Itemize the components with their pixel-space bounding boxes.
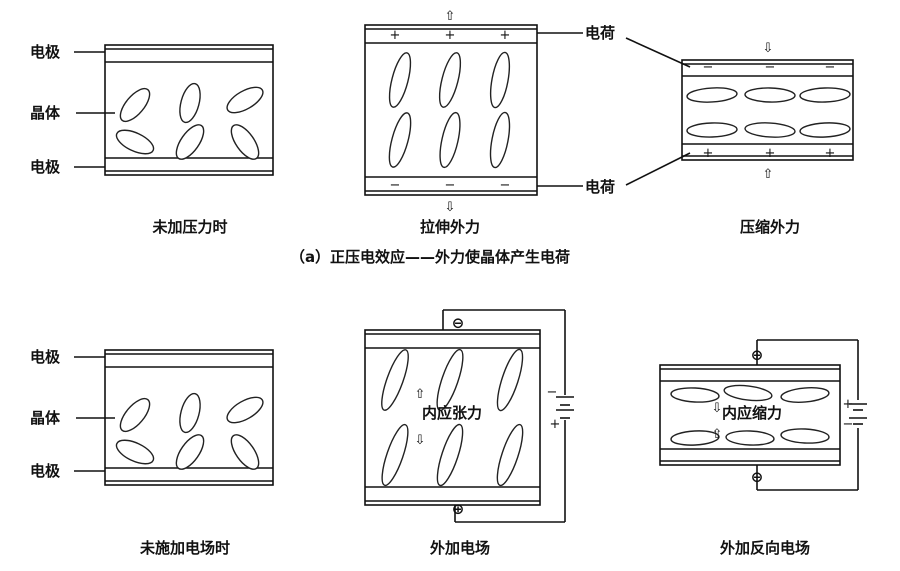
charge-minus: − — [703, 60, 714, 75]
crystal-dipole — [113, 435, 157, 468]
crystal-dipole — [432, 422, 467, 488]
crystal-dipole — [115, 84, 155, 126]
caption-no-field: 未施加电场时 — [139, 539, 230, 557]
caption-field: 外加电场 — [429, 539, 490, 557]
caption-tension: 拉伸外力 — [420, 218, 480, 236]
crystal-dipole — [385, 51, 415, 109]
battery-plus: + — [843, 397, 854, 412]
leader-line — [626, 38, 690, 67]
electrode-box-tension — [365, 25, 537, 195]
charge-minus: − — [500, 178, 511, 193]
electrode-label: 电极 — [30, 348, 61, 366]
crystal-dipole — [223, 82, 267, 118]
arrow-down-icon: ⇩ — [712, 401, 723, 416]
arrow-down-icon: ⇩ — [763, 41, 774, 56]
negative-terminal-icon: ⊖ — [452, 314, 465, 332]
crystal-dipole — [687, 122, 737, 137]
charge-label: 电荷 — [585, 178, 615, 196]
caption-no-force: 未加压力时 — [151, 218, 227, 236]
crystal-label: 晶体 — [30, 104, 61, 122]
crystal-dipole — [745, 122, 796, 139]
crystal-dipole — [226, 120, 264, 163]
arrow-up-icon: ⇧ — [415, 387, 426, 402]
charge-plus: + — [765, 146, 776, 161]
crystal-dipole — [492, 347, 527, 413]
caption-reverse-field: 外加反向电场 — [719, 539, 810, 557]
charge-plus: + — [825, 146, 836, 161]
crystal-dipole — [113, 125, 157, 158]
battery-minus: − — [547, 385, 558, 400]
crystal-dipole — [800, 87, 850, 103]
electrode-label: 电极 — [30, 43, 61, 61]
positive-terminal-icon: ⊕ — [751, 346, 764, 364]
arrow-up-icon: ⇧ — [763, 167, 774, 182]
crystal-dipole — [432, 347, 468, 413]
crystal-dipole — [745, 87, 795, 102]
crystal-dipole — [377, 347, 414, 413]
crystal-dipole — [176, 81, 204, 124]
crystal-dipole — [171, 120, 209, 163]
charge-label: 电荷 — [585, 24, 615, 42]
charge-minus: − — [765, 60, 776, 75]
crystal-dipole — [436, 111, 464, 169]
arrow-down-icon: ⇩ — [415, 433, 426, 448]
battery-plus: + — [550, 417, 561, 432]
crystal-dipole — [723, 383, 772, 403]
internal-tension-label: 内应张力 — [422, 404, 482, 422]
charge-plus: + — [703, 146, 714, 161]
crystal-dipole — [171, 430, 209, 473]
charge-plus: + — [445, 28, 456, 43]
negative-terminal-icon: ⊖ — [751, 468, 764, 486]
crystal-dipole — [487, 111, 513, 169]
electrode-label: 电极 — [30, 462, 61, 480]
crystal-dipole — [223, 392, 267, 428]
internal-compression-label: 内应缩力 — [722, 404, 782, 422]
crystal-dipole — [781, 428, 830, 444]
crystal-dipole — [226, 430, 264, 473]
charge-minus: − — [390, 178, 401, 193]
charge-plus: + — [500, 28, 511, 43]
crystal-dipole — [492, 422, 527, 488]
arrow-up-icon: ⇧ — [712, 427, 723, 442]
caption-compression: 压缩外力 — [740, 218, 800, 236]
charge-minus: − — [445, 178, 456, 193]
crystal-dipole — [687, 87, 738, 104]
positive-terminal-icon: ⊕ — [452, 500, 465, 518]
crystal-dipole — [176, 391, 204, 434]
crystal-dipole — [800, 122, 851, 138]
electrode-box-compression — [682, 60, 853, 160]
crystal-dipole — [780, 386, 829, 404]
arrow-up-icon: ⇧ — [445, 9, 456, 24]
crystal-label: 晶体 — [30, 409, 61, 427]
charge-minus: − — [825, 60, 836, 75]
crystal-dipole — [385, 111, 415, 169]
electrode-label: 电极 — [30, 158, 61, 176]
leader-line — [626, 153, 690, 185]
crystal-dipole — [115, 394, 155, 436]
crystal-dipole — [487, 51, 513, 109]
charge-plus: + — [390, 28, 401, 43]
crystal-dipole — [726, 430, 775, 446]
figure-caption-a: （a）正压电效应——外力使晶体产生电荷 — [290, 248, 570, 266]
battery-minus: − — [843, 417, 854, 432]
arrow-down-icon: ⇩ — [445, 200, 456, 215]
crystal-dipole — [377, 422, 413, 488]
crystal-dipole — [435, 51, 464, 109]
